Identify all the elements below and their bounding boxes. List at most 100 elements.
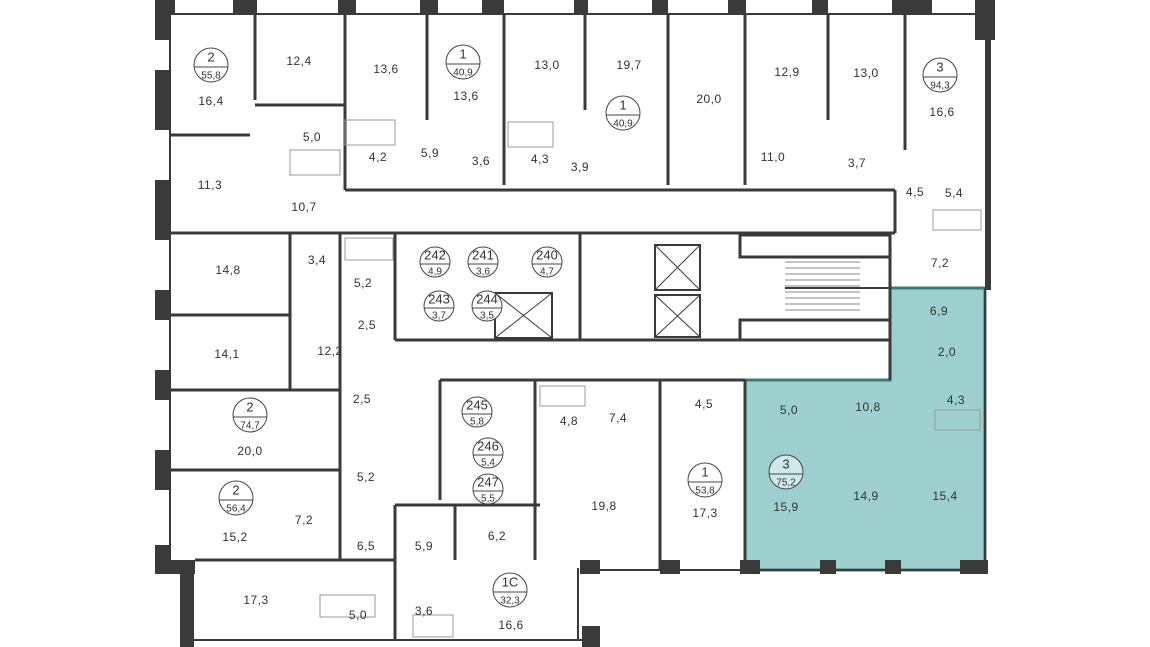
storage-badge[interactable]: 247 5,5	[472, 473, 504, 505]
storage-number: 242	[424, 247, 446, 262]
apartment-rooms: 1	[701, 464, 708, 479]
room-area: 5,9	[415, 539, 433, 553]
apartment-rooms: 3	[782, 456, 789, 471]
room-area: 6,9	[930, 304, 948, 318]
storage-number: 247	[477, 474, 499, 489]
apartment-rooms: 1	[459, 46, 466, 61]
apartment-badge[interactable]: 1С 32,3	[492, 572, 528, 608]
room-area: 4,3	[947, 393, 965, 407]
room-area: 16,6	[498, 618, 523, 632]
apartment-badge[interactable]: 1 40,9	[605, 95, 641, 131]
room-area: 14,9	[853, 489, 878, 503]
storage-badges: 242 4,9 241 3,6 240 4,7 243 3,7 244 3,5	[419, 246, 563, 505]
room-area: 10,7	[291, 200, 316, 214]
room-area: 5,2	[354, 276, 372, 290]
room-area: 2,0	[938, 345, 956, 359]
apartment-badge[interactable]: 2 74,7	[232, 397, 268, 433]
room-area: 15,9	[773, 500, 798, 514]
room-area: 16,6	[929, 105, 954, 119]
storage-area: 5,5	[481, 494, 495, 505]
apartment-rooms: 3	[936, 59, 943, 74]
room-area: 11,3	[198, 178, 222, 192]
apartment-total-area: 53,8	[695, 486, 715, 497]
storage-number: 246	[477, 438, 499, 453]
room-area: 13,6	[373, 62, 398, 76]
room-areas: 12,4 13,6 13,6 13,0 19,7 20,0 12,9 13,0 …	[198, 54, 965, 632]
room-area: 19,8	[591, 499, 616, 513]
room-area: 7,2	[931, 256, 949, 270]
apartment-total-area: 40,9	[453, 68, 473, 79]
apartment-total-area: 56,4	[226, 504, 246, 515]
apartment-badge[interactable]: 1 53,8	[687, 462, 723, 498]
storage-number: 241	[472, 247, 494, 262]
room-area: 4,5	[695, 397, 713, 411]
storage-badge[interactable]: 243 3,7	[423, 290, 455, 322]
room-area: 7,4	[609, 411, 627, 425]
room-area: 10,8	[855, 400, 880, 414]
room-area: 12,2	[317, 344, 342, 358]
room-area: 13,0	[853, 66, 878, 80]
room-area: 3,9	[571, 160, 589, 174]
room-area: 12,9	[774, 65, 799, 79]
storage-number: 240	[536, 247, 558, 262]
apartment-total-area: 32,3	[500, 596, 520, 607]
storage-area: 4,9	[428, 267, 442, 278]
room-area: 7,2	[295, 513, 313, 527]
storage-number: 244	[476, 291, 498, 306]
apartment-badge[interactable]: 2 56,4	[218, 480, 254, 516]
apartment-badges: 2 55,8 1 40,9 1 40,9 3 94,3 2 74,7	[193, 44, 958, 608]
room-area: 5,0	[780, 403, 798, 417]
room-area: 17,3	[243, 593, 268, 607]
bathroom-fixtures	[289, 119, 982, 638]
storage-area: 4,7	[540, 267, 554, 278]
storage-badge[interactable]: 244 3,5	[471, 290, 503, 322]
apartment-badge[interactable]: 3 94,3	[922, 57, 958, 93]
room-area: 19,7	[616, 58, 641, 72]
room-area: 2,5	[358, 318, 376, 332]
apartment-total-area: 94,3	[930, 81, 950, 92]
room-area: 5,0	[303, 130, 321, 144]
storage-badge[interactable]: 242 4,9	[419, 246, 451, 278]
storage-number: 245	[466, 397, 488, 412]
apartment-total-area: 40,9	[613, 119, 633, 130]
room-area: 3,4	[308, 253, 326, 267]
apartment-badge[interactable]: 2 55,8	[193, 47, 229, 83]
apartment-rooms: 1С	[502, 574, 519, 589]
room-area: 5,0	[349, 608, 367, 622]
storage-area: 3,6	[476, 267, 490, 278]
room-area: 5,2	[357, 470, 375, 484]
room-area: 13,0	[534, 58, 559, 72]
apartment-rooms: 2	[207, 49, 214, 64]
room-area: 6,2	[488, 529, 506, 543]
room-area: 20,0	[237, 444, 262, 458]
room-area: 3,6	[472, 154, 490, 168]
apartment-highlight[interactable]	[743, 286, 987, 572]
storage-badge[interactable]: 246 5,4	[472, 437, 504, 469]
storage-area: 3,7	[432, 311, 446, 322]
apartment-rooms: 1	[619, 97, 626, 112]
apartment-badge[interactable]: 3 75,2	[768, 454, 804, 490]
room-area: 14,1	[214, 347, 239, 361]
room-area: 12,4	[286, 54, 311, 68]
room-area: 2,5	[353, 392, 371, 406]
room-area: 4,2	[369, 150, 387, 164]
room-area: 5,9	[421, 146, 439, 160]
storage-area: 5,8	[470, 417, 484, 428]
storage-area: 3,5	[480, 311, 494, 322]
apartment-rooms: 2	[232, 482, 239, 497]
room-area: 6,5	[357, 539, 375, 553]
room-area: 4,8	[560, 414, 578, 428]
storage-badge[interactable]: 241 3,6	[467, 246, 499, 278]
storage-badge[interactable]: 240 4,7	[531, 246, 563, 278]
room-area: 17,3	[692, 506, 717, 520]
room-area: 15,4	[932, 489, 957, 503]
room-area: 16,4	[198, 94, 223, 108]
apartment-badge[interactable]: 1 40,9	[445, 44, 481, 80]
elevator-shafts	[494, 244, 701, 339]
room-area: 15,2	[222, 530, 247, 544]
storage-badge[interactable]: 245 5,8	[461, 396, 493, 428]
apartment-total-area: 55,8	[201, 71, 221, 82]
apartment-total-area: 75,2	[776, 478, 796, 489]
